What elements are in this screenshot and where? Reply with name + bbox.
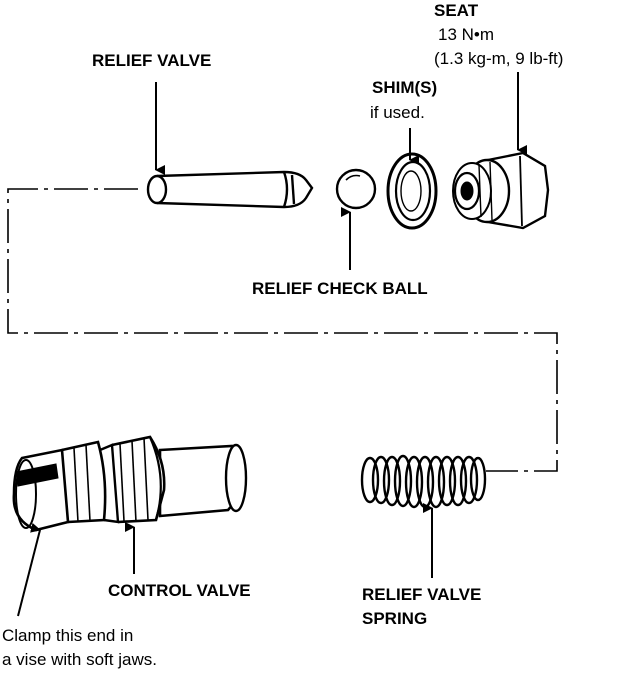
clamp-note-line2: a vise with soft jaws. — [2, 650, 157, 669]
shim-label: SHIM(S) — [372, 78, 438, 97]
shim-part — [386, 152, 438, 230]
seat-torque-label: 13 N•m — [438, 25, 495, 44]
seat-label: SEAT — [434, 1, 479, 20]
relief-check-ball-label: RELIEF CHECK BALL — [252, 279, 428, 298]
clamp-note-line1: Clamp this end in — [2, 626, 134, 645]
leader-lines — [17, 72, 527, 617]
relief-valve-label: RELIEF VALVE — [92, 51, 212, 70]
relief-valve-spring-label-line1: RELIEF VALVE — [362, 585, 482, 604]
relief-check-ball-part — [335, 168, 377, 210]
clamp-arrow — [17, 522, 41, 617]
relief-valve-spring-label-line2: SPRING — [362, 609, 428, 628]
relief-valve-part — [146, 170, 314, 209]
seat-part — [452, 151, 550, 230]
assembly-path-line — [7, 188, 558, 472]
shim-note-label: if used. — [370, 103, 425, 122]
control-valve-label: CONTROL VALVE — [108, 581, 251, 600]
seat-torque-alt-label: (1.3 kg-m, 9 lb-ft) — [434, 49, 564, 68]
relief-valve-spring-part — [360, 454, 487, 509]
control-valve-part — [12, 435, 248, 532]
